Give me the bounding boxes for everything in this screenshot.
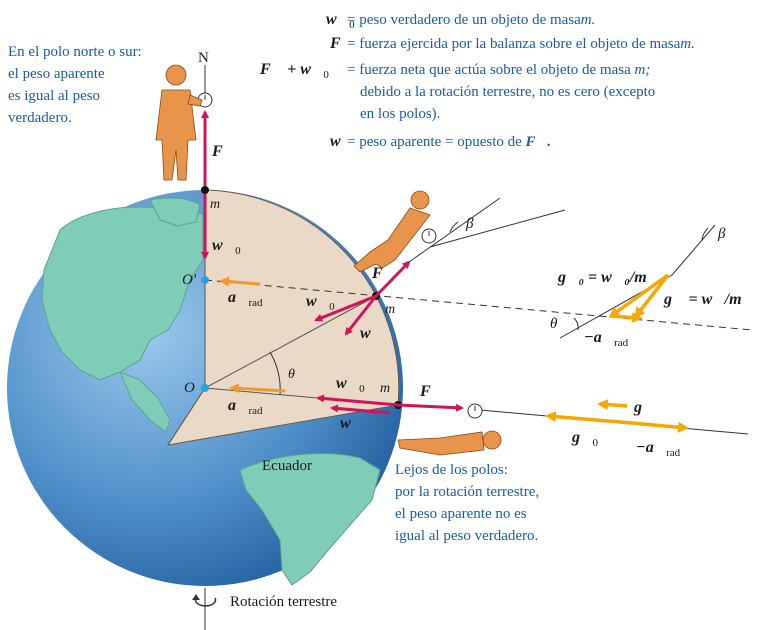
- legend-w-text: = peso aparente = opuesto de F⃗.: [347, 134, 551, 150]
- weight-w0-mid-arrow: [314, 294, 377, 322]
- far-note-line-1: Lejos de los polos:: [395, 462, 508, 478]
- weight-w-equator-arrow: [330, 404, 391, 415]
- pole-note-line-1: En el polo norte o sur:: [8, 44, 142, 60]
- weight-w0-equator-arrow: [316, 394, 399, 407]
- label-f-north: F⃗: [211, 143, 235, 160]
- neg-a-rad-tri-arrow: [610, 311, 643, 323]
- legend-sum-symbol: F⃗ + w⃗0: [259, 61, 329, 81]
- far-note-line-3: el peso aparente no es: [395, 506, 527, 522]
- label-g-eq: g⃗ = w⃗/m: [663, 291, 742, 308]
- label-theta: θ: [288, 367, 295, 382]
- neg-a-rad-equator-arrow: [631, 421, 689, 433]
- label-m-equator: m: [380, 381, 390, 396]
- a-rad-equator-arrow: [229, 383, 286, 394]
- legend-sum-text-2: debido a la rotación terrestre, no es ce…: [360, 84, 655, 100]
- label-n: N: [198, 50, 209, 66]
- label-g-equator-right: g⃗: [633, 399, 654, 416]
- label-w0-equator: w⃗0: [336, 375, 365, 395]
- label-o-prime: O′: [182, 272, 197, 288]
- label-w0-north: w⃗0: [212, 237, 241, 257]
- label-f-equator: F⃗: [419, 383, 443, 400]
- beta-arc-mid: [449, 221, 459, 233]
- rotation-arrow-icon: [192, 588, 217, 630]
- label-beta-mid: β: [465, 216, 474, 232]
- label-g0-eq: g⃗₀ = w⃗₀/m: [557, 269, 647, 286]
- label-rotacion: Rotación terrestre: [230, 594, 337, 610]
- wedge-edge-line: [167, 387, 206, 446]
- mid-scale-line: [408, 197, 501, 263]
- legend-w0-text: = peso verdadero de un objeto de masam.: [347, 12, 595, 28]
- g0-tri-arrow: [608, 273, 670, 318]
- mid-vertical-ref-line: [429, 209, 566, 248]
- person-north-figure: [155, 64, 203, 181]
- legend-sum-text: = fuerza neta que actúa sobre el objeto …: [347, 62, 650, 78]
- legend-sum-text-3: en los polos).: [360, 106, 440, 122]
- label-w-equator: w⃗: [340, 415, 363, 432]
- label-g0-equator-right: g⃗0: [571, 429, 598, 449]
- force-f-mid-arrow: [374, 260, 411, 298]
- legend-block: w⃗0 = peso verdadero de un objeto de mas…: [259, 11, 695, 150]
- scale-mid-icon: [421, 228, 437, 244]
- scale-equator-icon: [467, 403, 483, 419]
- force-f-equator-arrow: [397, 403, 464, 412]
- person-mid-figure: [353, 190, 431, 273]
- label-theta-right: θ: [550, 316, 558, 332]
- legend-f-symbol: F⃗: [329, 35, 353, 52]
- label-w-mid: w⃗: [360, 325, 383, 342]
- g0-equator-arrow: [545, 411, 633, 425]
- label-neg-a-rad-equator-right: −a⃗rad: [636, 439, 681, 459]
- label-a-rad-equator: a⃗rad: [228, 397, 263, 417]
- pole-note-line-3: es igual al peso: [8, 88, 100, 104]
- g-tri-arrow: [634, 273, 670, 319]
- beta-arc-right: [701, 227, 709, 241]
- legend-f-text: = fuerza ejercida por la balanza sobre e…: [347, 36, 695, 52]
- far-note: Lejos de los polos: por la rotación terr…: [395, 462, 539, 544]
- far-note-line-4: igual al peso verdadero.: [395, 528, 538, 544]
- perpendicular-dashed-line: [204, 279, 753, 331]
- label-ecuador: Ecuador: [262, 458, 312, 474]
- g-equator-arrow: [597, 399, 628, 411]
- point-m-north: [201, 186, 209, 194]
- label-w0-mid: w⃗0: [306, 293, 335, 313]
- label-m-mid: m: [385, 302, 395, 317]
- beta-ref-line-right: [671, 224, 716, 276]
- central-america-landmass: [119, 371, 171, 433]
- label-f-mid: F⃗: [371, 265, 395, 282]
- far-note-line-2: por la rotación terrestre,: [395, 484, 539, 500]
- point-o-prime: [201, 276, 209, 284]
- legend-w0-symbol: w⃗0: [326, 11, 355, 31]
- greenland-landmass: [149, 197, 201, 227]
- south-america-landmass: [239, 453, 381, 586]
- label-m-north: m: [210, 197, 220, 212]
- person-equator-figure: [397, 430, 502, 456]
- theta-arc-right: [573, 317, 579, 331]
- label-neg-a-rad-tri: −a⃗rad: [584, 329, 629, 349]
- legend-w-symbol: w⃗: [330, 133, 353, 150]
- pole-note-line-4: verdadero.: [8, 110, 72, 126]
- label-o: O: [184, 380, 195, 396]
- pole-note: En el polo norte o sur: el peso aparente…: [8, 44, 142, 126]
- weight-w-mid-arrow: [344, 295, 378, 336]
- north-america-landmass: [41, 206, 204, 381]
- point-o: [201, 384, 209, 392]
- pole-note-line-2: el peso aparente: [8, 66, 105, 82]
- a-rad-mid-arrow: [219, 276, 261, 287]
- label-beta-right: β: [717, 226, 726, 242]
- label-a-rad-mid: a⃗rad: [228, 289, 263, 309]
- latitude-radius-line: [204, 295, 377, 389]
